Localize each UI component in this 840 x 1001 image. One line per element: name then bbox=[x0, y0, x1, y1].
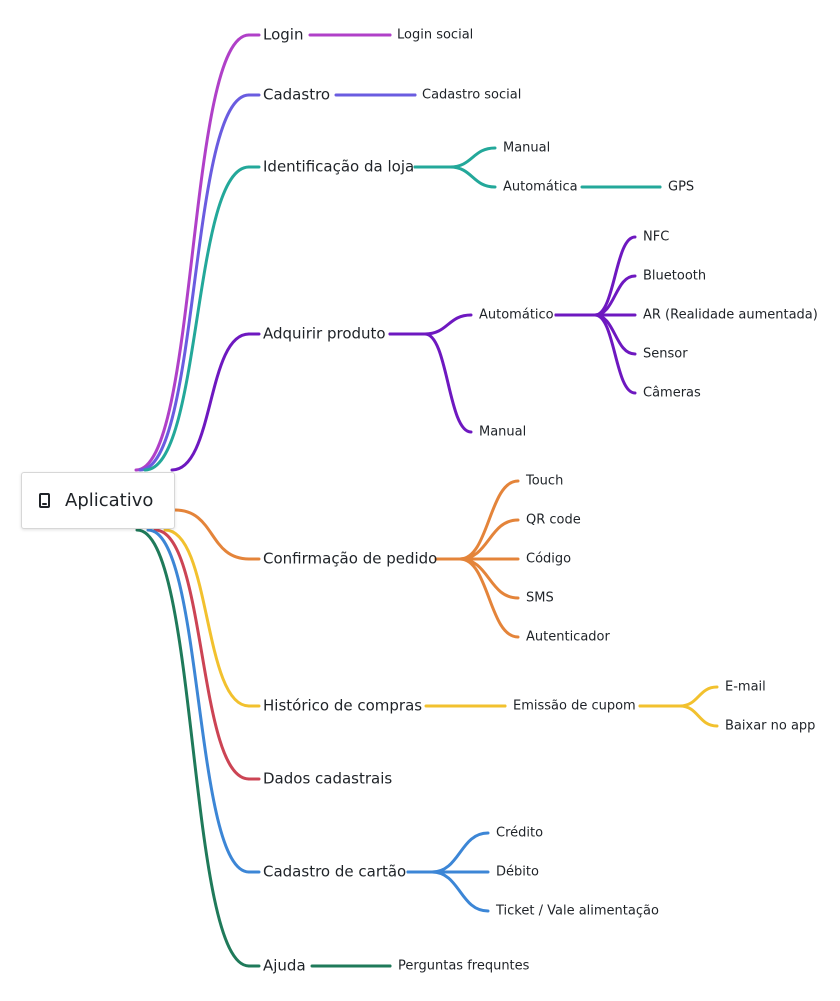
node-sms[interactable]: SMS bbox=[526, 591, 554, 606]
connector-cadastro bbox=[138, 93, 251, 472]
connector-cadastro-de-cartao-credito bbox=[430, 831, 490, 874]
root-label: Aplicativo bbox=[65, 490, 154, 511]
branch-ajuda[interactable]: Ajuda bbox=[263, 957, 306, 975]
node-baixar-no-app[interactable]: Baixar no app bbox=[725, 719, 815, 734]
node-bluetooth[interactable]: Bluetooth bbox=[643, 269, 706, 284]
connector-cadastro-de-cartao bbox=[146, 528, 251, 874]
connector-confirmacao-de-pedido-sms bbox=[458, 557, 520, 600]
connector-dados-cadastrais bbox=[153, 528, 251, 781]
branch-identificacao-da-loja[interactable]: Identificação da loja bbox=[263, 158, 414, 176]
connector-emissao-de-cupom-e-mail bbox=[678, 685, 719, 708]
node-nfc[interactable]: NFC bbox=[643, 230, 669, 245]
branch-dados-cadastrais[interactable]: Dados cadastrais bbox=[263, 770, 392, 788]
node-automatica[interactable]: Automática bbox=[503, 180, 578, 195]
node-cadastro-social[interactable]: Cadastro social bbox=[422, 88, 521, 103]
node-emissao-de-cupom[interactable]: Emissão de cupom bbox=[513, 699, 636, 714]
connector-cadastro-de-cartao-ticket-vale-alimentacao bbox=[430, 870, 490, 913]
node-ar-realidade-aumentada[interactable]: AR (Realidade aumentada) bbox=[643, 308, 818, 323]
branch-cadastro[interactable]: Cadastro bbox=[263, 86, 330, 104]
connector-confirmacao-de-pedido bbox=[173, 508, 251, 561]
connector-adquirir-produto-manual bbox=[423, 332, 473, 434]
node-touch[interactable]: Touch bbox=[525, 474, 563, 489]
connector-adquirir-produto-automatico bbox=[423, 313, 473, 336]
node-sensor[interactable]: Sensor bbox=[643, 347, 688, 362]
node-manual[interactable]: Manual bbox=[503, 141, 550, 156]
node-qr-code[interactable]: QR code bbox=[526, 513, 581, 528]
node-codigo[interactable]: Código bbox=[526, 552, 571, 567]
connector-confirmacao-de-pedido-qr-code bbox=[458, 518, 520, 561]
node-autenticador[interactable]: Autenticador bbox=[526, 630, 610, 645]
node-e-mail[interactable]: E-mail bbox=[725, 680, 766, 695]
tablet-icon bbox=[39, 493, 50, 508]
connector-automatico-cameras bbox=[593, 313, 637, 395]
connector-confirmacao-de-pedido-autenticador bbox=[458, 557, 520, 639]
connector-identificacao-da-loja bbox=[143, 165, 251, 472]
connector-historico-de-compras bbox=[163, 528, 251, 708]
connector-layer bbox=[134, 33, 719, 968]
branch-adquirir-produto[interactable]: Adquirir produto bbox=[263, 325, 386, 343]
connector-identificacao-da-loja-automatica bbox=[448, 165, 497, 189]
node-automatico[interactable]: Automático bbox=[479, 308, 554, 323]
node-credito[interactable]: Crédito bbox=[496, 826, 543, 841]
node-cameras[interactable]: Câmeras bbox=[643, 386, 701, 401]
branch-cadastro-de-cartao[interactable]: Cadastro de cartão bbox=[263, 863, 406, 881]
node-gps[interactable]: GPS bbox=[668, 180, 694, 195]
node-ticket-vale-alimentacao[interactable]: Ticket / Vale alimentação bbox=[495, 904, 659, 919]
branch-login[interactable]: Login bbox=[263, 26, 303, 44]
connector-emissao-de-cupom-baixar-no-app bbox=[678, 704, 719, 728]
connector-ajuda bbox=[135, 528, 251, 968]
root-node[interactable]: Aplicativo bbox=[21, 472, 175, 529]
node-debito[interactable]: Débito bbox=[496, 865, 539, 880]
connector-identificacao-da-loja-manual bbox=[448, 146, 497, 169]
connector-adquirir-produto bbox=[170, 332, 251, 472]
branch-historico-de-compras[interactable]: Histórico de compras bbox=[263, 697, 422, 715]
node-perguntas-frequntes[interactable]: Perguntas frequntes bbox=[398, 959, 530, 974]
connector-confirmacao-de-pedido-touch bbox=[458, 479, 520, 561]
node-manual[interactable]: Manual bbox=[479, 425, 526, 440]
connector-login bbox=[134, 33, 251, 472]
node-login-social[interactable]: Login social bbox=[397, 28, 473, 43]
branch-confirmacao-de-pedido[interactable]: Confirmação de pedido bbox=[263, 550, 437, 568]
